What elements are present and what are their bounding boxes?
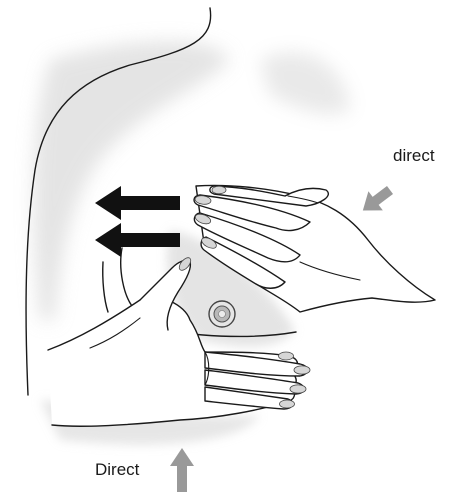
arrow-left-icon — [95, 186, 180, 220]
arrow-icon — [356, 180, 398, 220]
arrow-icon — [170, 448, 194, 492]
lower-hand-pinky-nail — [279, 352, 294, 360]
lower-hand-ring-nail — [280, 400, 295, 408]
upper-hand-thumb-nail — [212, 186, 226, 194]
breast-outline — [121, 248, 132, 306]
lower-hand-middle-nail — [290, 385, 306, 393]
direct-label-bottom: Direct — [95, 460, 139, 480]
nipple — [209, 301, 235, 327]
direct-label-right: direct — [393, 146, 435, 166]
lower-hand-index-nail — [294, 366, 310, 374]
movement-arrows — [95, 186, 180, 257]
armpit-line — [103, 262, 108, 312]
